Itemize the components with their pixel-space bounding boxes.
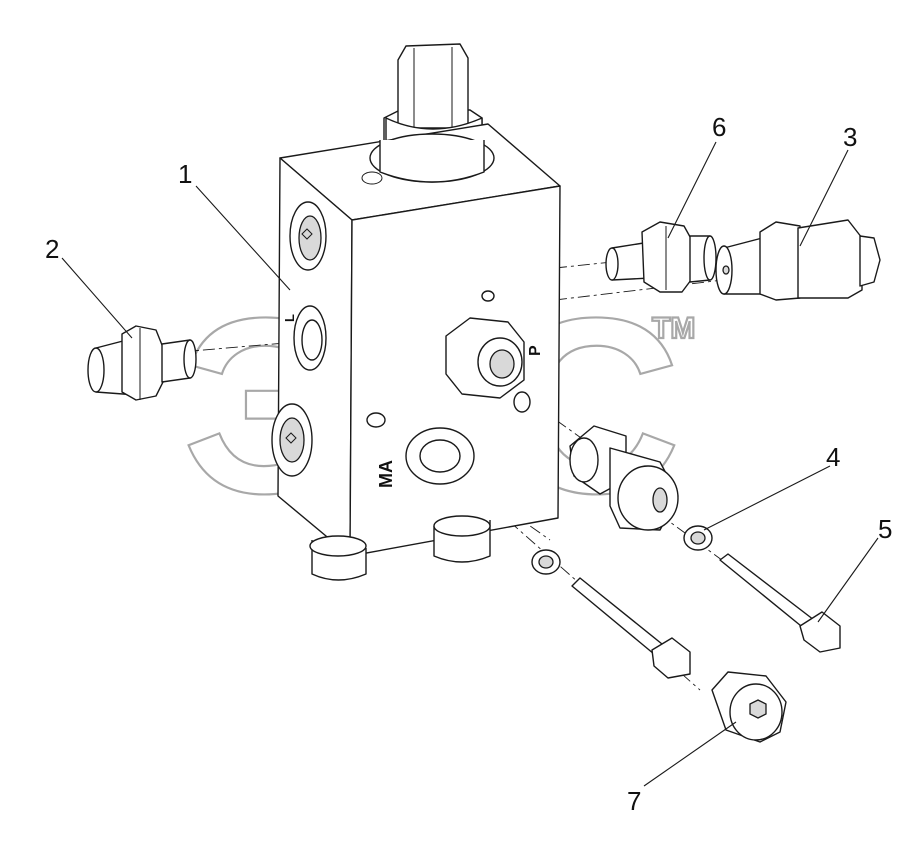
plug-part-7 (711, 671, 787, 743)
port-label-p: P (527, 345, 544, 356)
coupling-part-3 (715, 219, 881, 301)
leader-lines (61, 141, 879, 787)
callout-4: 4 (826, 442, 840, 472)
plug-center (513, 391, 679, 531)
watermark-trademark: ТМ (652, 312, 695, 345)
bolt-part-5 (571, 553, 841, 679)
port-label-ma: MA (376, 460, 396, 488)
washer-part-4 (531, 525, 713, 575)
callout-3: 3 (843, 122, 857, 152)
adapter-part-6 (605, 221, 717, 293)
fitting-part-2 (87, 325, 197, 401)
port-label-l: L (282, 314, 297, 322)
callouts: 1 2 3 4 5 6 7 (45, 112, 892, 816)
callout-2: 2 (45, 234, 59, 264)
callout-1: 1 (178, 159, 192, 189)
callout-5: 5 (878, 514, 892, 544)
callout-7: 7 (627, 786, 641, 816)
callout-6: 6 (712, 112, 726, 142)
valve-block: MA P L (271, 43, 561, 581)
